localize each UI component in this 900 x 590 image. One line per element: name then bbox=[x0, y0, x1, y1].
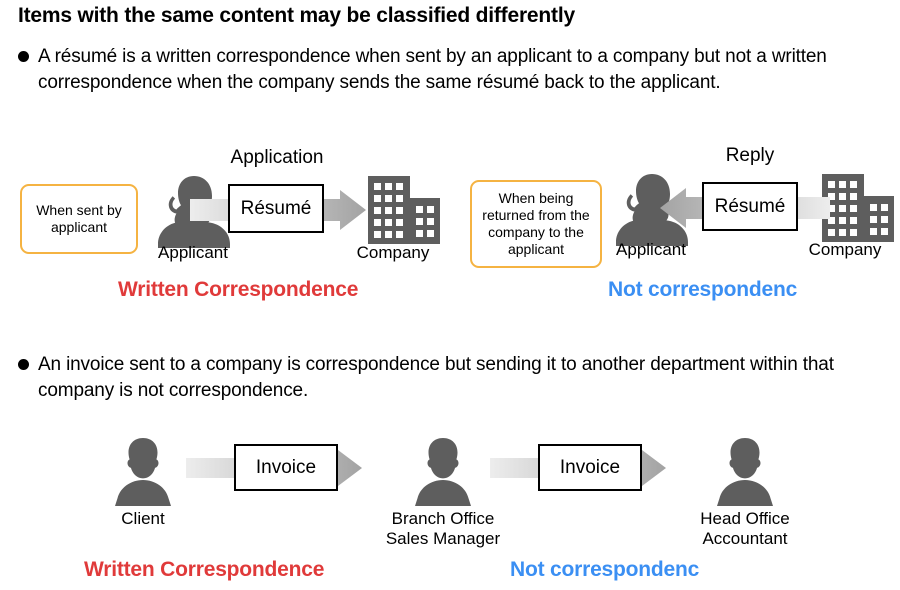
flow-title-reply: Reply bbox=[725, 145, 775, 166]
classification-label-4: Not correspondenc bbox=[510, 558, 700, 581]
company-building-icon-1 bbox=[368, 176, 440, 244]
client-avatar bbox=[106, 436, 180, 506]
applicant-avatar-2 bbox=[604, 170, 700, 246]
caption-head-accountant: Head Office Accountant bbox=[670, 509, 820, 549]
bullet-text-1: A résumé is a written correspondence whe… bbox=[38, 46, 827, 93]
caption-branch-line-1: Branch Office bbox=[391, 509, 495, 528]
bullet-dot-icon bbox=[18, 51, 29, 62]
caption-company-2: Company bbox=[808, 240, 882, 259]
caption-head-line-2: Accountant bbox=[702, 529, 788, 548]
document-invoice-2: Invoice bbox=[538, 444, 642, 491]
bullet-paragraph-1: A résumé is a written correspondence whe… bbox=[18, 44, 890, 96]
bullet-text-2: An invoice sent to a company is correspo… bbox=[38, 354, 834, 401]
document-resume-1: Résumé bbox=[228, 184, 324, 233]
callout-when-being-returned: When being returned from the company to … bbox=[470, 180, 602, 268]
callout-when-sent-by-applicant: When sent by applicant bbox=[20, 184, 138, 254]
head-accountant-avatar bbox=[708, 436, 782, 506]
classification-label-2: Not correspondenc bbox=[608, 278, 798, 301]
bullet-dot-icon bbox=[18, 359, 29, 370]
classification-label-1: Written Correspondence bbox=[118, 278, 359, 301]
classification-label-3: Written Correspondence bbox=[84, 558, 325, 581]
caption-company-1: Company bbox=[356, 243, 430, 262]
caption-branch-line-2: Sales Manager bbox=[385, 529, 501, 548]
caption-applicant-2: Applicant bbox=[616, 240, 686, 259]
branch-manager-avatar bbox=[406, 436, 480, 506]
caption-branch-manager: Branch Office Sales Manager bbox=[368, 509, 518, 549]
document-resume-2: Résumé bbox=[702, 182, 798, 231]
caption-applicant-1: Applicant bbox=[158, 243, 228, 262]
flow-title-application: Application bbox=[230, 147, 324, 168]
caption-client: Client bbox=[121, 509, 165, 528]
page-title: Items with the same content may be class… bbox=[18, 4, 575, 27]
caption-head-line-1: Head Office bbox=[700, 509, 790, 528]
company-building-icon-2 bbox=[822, 174, 894, 242]
bullet-paragraph-2: An invoice sent to a company is correspo… bbox=[18, 352, 890, 404]
document-invoice-1: Invoice bbox=[234, 444, 338, 491]
